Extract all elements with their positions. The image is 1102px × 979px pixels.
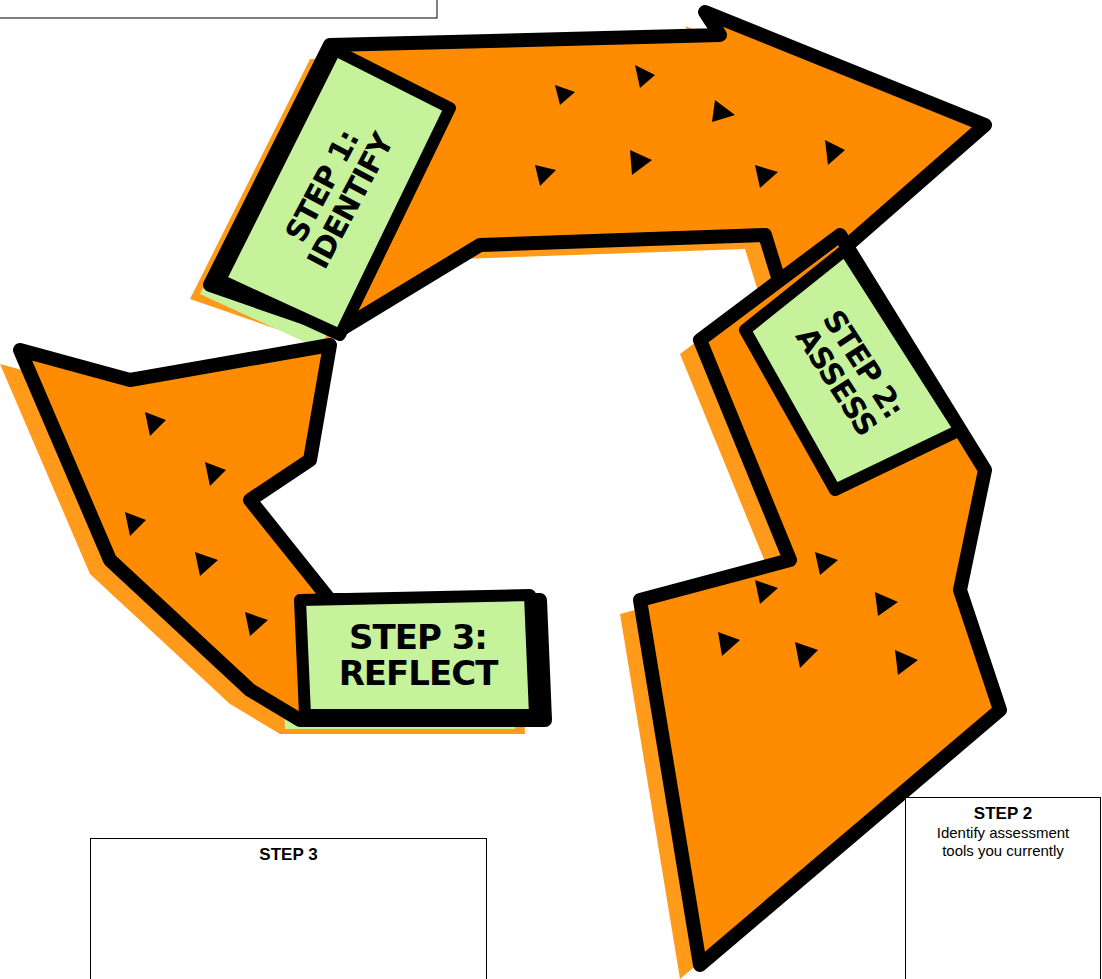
- arrow-chips: [125, 65, 918, 675]
- arrow-label: STEP 2: ASSESS: [766, 267, 933, 477]
- label-panel: [220, 50, 450, 335]
- cut-off-box: [0, 0, 437, 18]
- arrow-label: STEP 1: IDENTIFY: [254, 77, 418, 310]
- step-note-box: STEP 3: [90, 838, 487, 979]
- arrow-body: [20, 345, 545, 720]
- step-label: STEP 3: REFLECT: [308, 620, 528, 691]
- note-heading: STEP 2: [916, 804, 1090, 824]
- step-note-box: STEP 2Identify assessment tools you curr…: [905, 797, 1101, 979]
- note-heading: STEP 3: [101, 845, 476, 865]
- arrow-label: STEP 3: REFLECT: [308, 620, 528, 691]
- step-label: STEP 1: IDENTIFY: [254, 77, 418, 310]
- step-label: STEP 2: ASSESS: [766, 267, 933, 477]
- note-text: Identify assessment tools you currently: [921, 824, 1086, 860]
- label-panel: [300, 595, 535, 715]
- label-panel: [745, 250, 960, 490]
